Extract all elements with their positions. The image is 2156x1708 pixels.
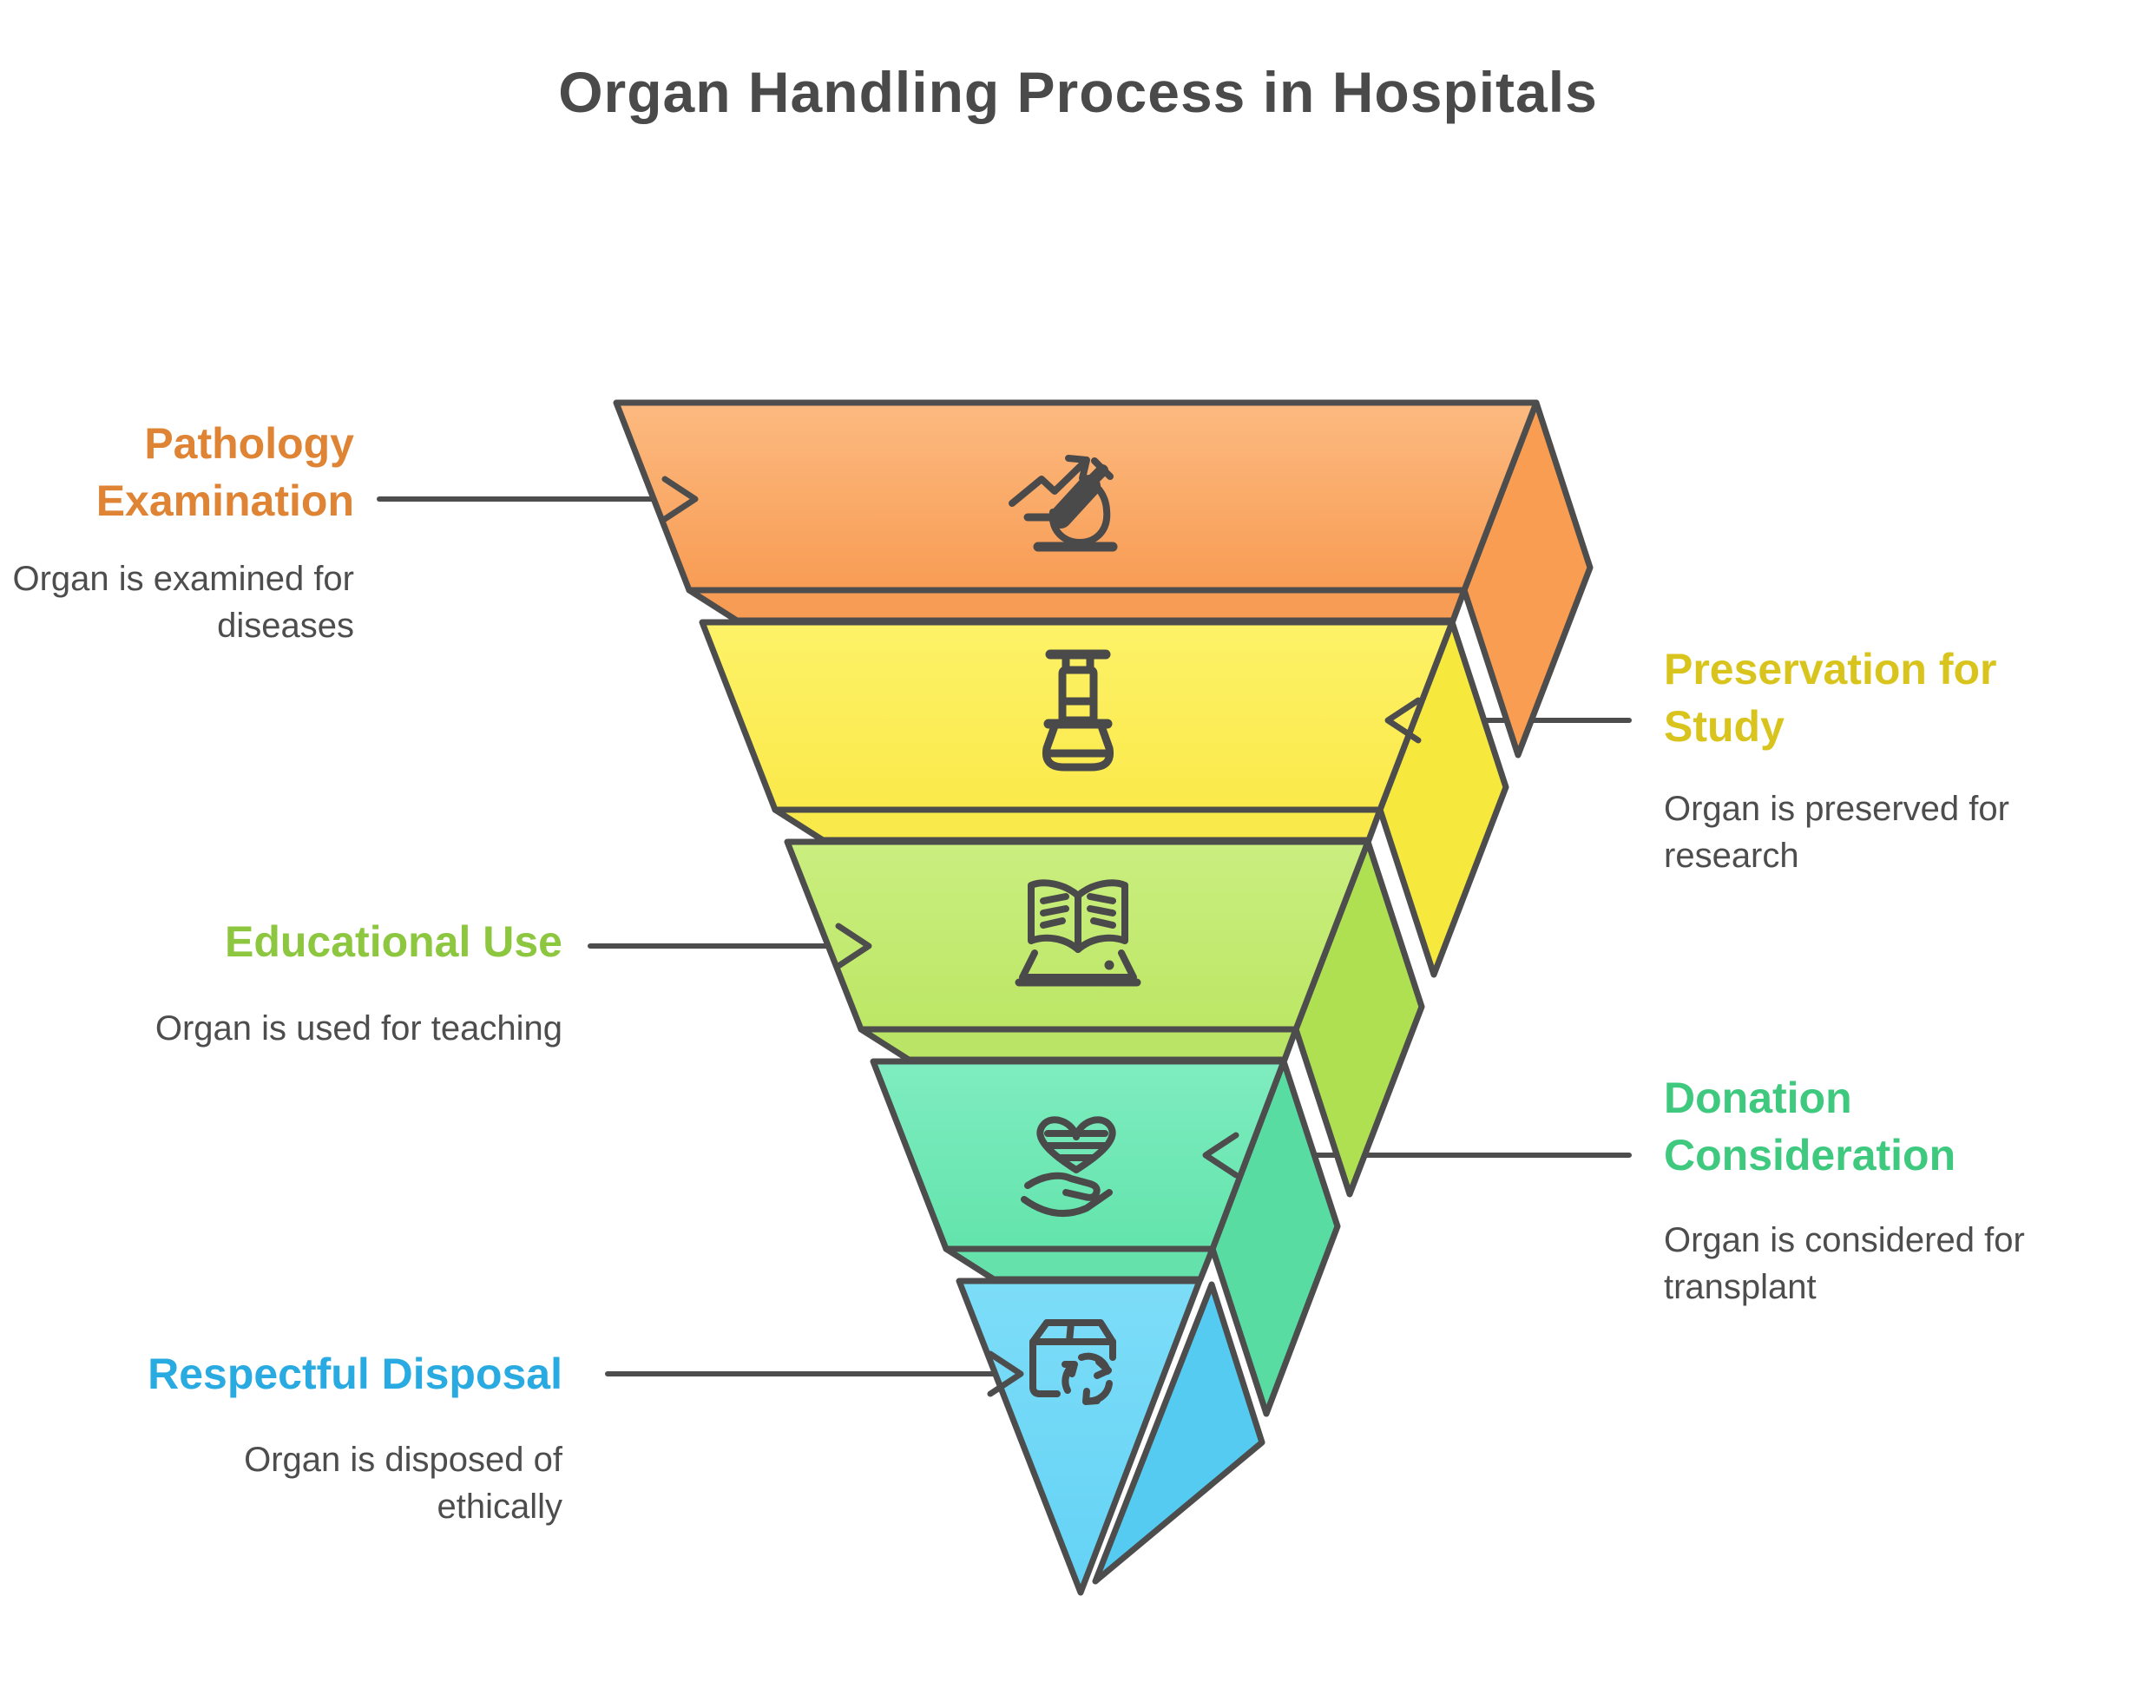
arrowhead-disposal-icon xyxy=(987,1350,1024,1397)
layer-side-disposal xyxy=(1092,1281,1265,1585)
layer-strip-preservation xyxy=(772,806,1384,844)
specimen-jar-icon xyxy=(1042,649,1114,772)
arrowhead-pathology-icon xyxy=(661,476,699,522)
funnel-layer-disposal xyxy=(956,1278,1265,1596)
stage-description-pathology: Organ is examined for diseases xyxy=(12,560,354,645)
arrowhead-preservation-icon xyxy=(1384,697,1422,744)
stage-label-preservation: Preservation for Study xyxy=(1664,645,1997,751)
layer-strip-donation xyxy=(943,1245,1216,1283)
stage-description-preservation: Organ is preserved for research xyxy=(1664,790,2009,875)
page-title: Organ Handling Process in Hospitals xyxy=(558,60,1598,124)
stage-label-educational: Educational Use xyxy=(225,917,562,966)
layer-strip-educational xyxy=(858,1026,1299,1063)
stage-label-disposal: Respectful Disposal xyxy=(148,1350,562,1398)
heart-in-hand-icon xyxy=(1021,1116,1116,1217)
arrowhead-educational-icon xyxy=(835,923,872,969)
recycle-box-icon xyxy=(1029,1319,1116,1405)
layer-strip-pathology xyxy=(686,587,1468,624)
microscope-icon xyxy=(1009,455,1118,552)
arrowhead-donation-icon xyxy=(1202,1132,1239,1179)
stage-label-pathology: Pathology Examination xyxy=(95,419,354,525)
open-book-icon xyxy=(1015,879,1141,987)
stage-description-donation: Organ is considered for transplant xyxy=(1664,1221,2025,1306)
stage-description-educational: Organ is used for teaching xyxy=(154,1009,562,1048)
stage-label-donation: Donation Consideration xyxy=(1664,1074,1956,1179)
stage-description-disposal: Organ is disposed of ethically xyxy=(244,1441,562,1526)
funnel-layer-preservation xyxy=(699,619,1509,978)
